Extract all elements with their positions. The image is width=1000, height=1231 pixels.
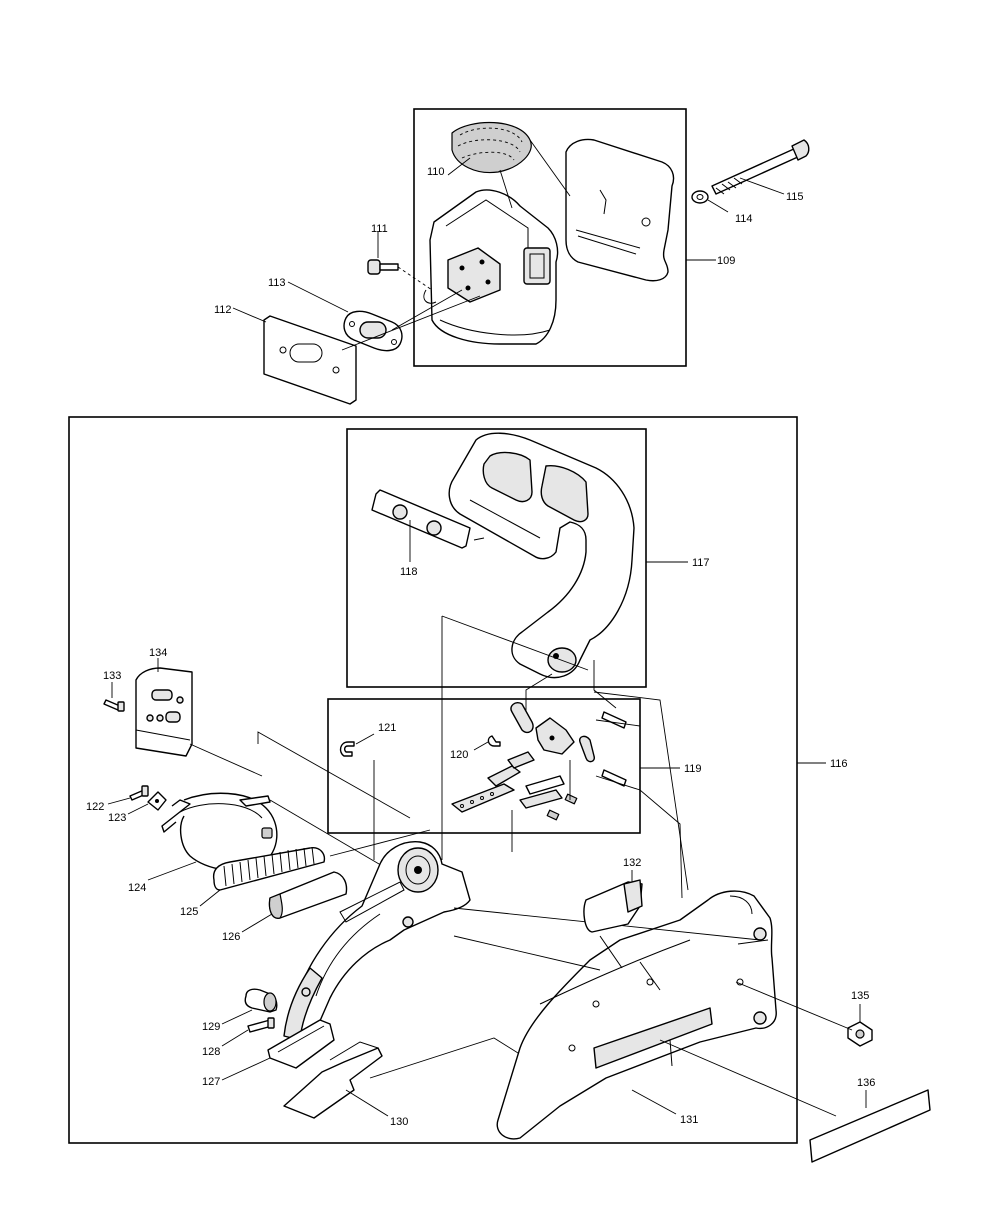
part-muffler-body: [423, 189, 559, 345]
label-114: 114: [735, 213, 753, 225]
part-122-screw: [129, 785, 149, 801]
part-128-screw: [247, 1017, 275, 1033]
part-125-spring: [212, 846, 326, 891]
label-126: 126: [222, 931, 240, 943]
part-114-washer: [691, 190, 709, 204]
label-121: 121: [378, 722, 396, 734]
label-116: 116: [830, 758, 848, 770]
part-126-buffer: [268, 871, 348, 919]
label-134: 134: [149, 647, 167, 659]
part-110-spark-screen: [451, 122, 532, 174]
part-134-plate: [135, 667, 193, 757]
part-119-brake-linkage: [451, 702, 627, 821]
label-127: 127: [202, 1076, 220, 1088]
label-133: 133: [103, 670, 121, 682]
muffler-group-box: [413, 108, 687, 367]
label-136: 136: [857, 1077, 875, 1089]
label-135: 135: [851, 990, 869, 1002]
label-130: 130: [390, 1116, 408, 1128]
part-121-clip: [339, 741, 355, 757]
label-129: 129: [202, 1021, 220, 1033]
label-113: 113: [268, 277, 286, 289]
label-132: 132: [623, 857, 641, 869]
label-109: 109: [717, 255, 735, 267]
part-117-hand-guard: [448, 432, 635, 679]
label-124: 124: [128, 882, 146, 894]
label-125: 125: [180, 906, 198, 918]
label-111: 111: [371, 223, 388, 235]
part-115-bolt: [711, 139, 810, 195]
part-120-clip: [487, 735, 501, 747]
label-115: 115: [786, 191, 804, 203]
brake-linkage-box: [327, 698, 641, 834]
part-131-chain-cover: [496, 890, 777, 1140]
part-135-nut: [847, 1021, 873, 1047]
part-136-label: [809, 1089, 931, 1163]
part-112-gasket: [263, 315, 357, 405]
hand-guard-box: [346, 428, 647, 688]
label-117: 117: [692, 557, 710, 569]
part-brake-lever-assembly: [283, 841, 471, 1041]
label-128: 128: [202, 1046, 220, 1058]
part-132-catcher: [583, 879, 643, 933]
part-111-screw: [367, 259, 433, 291]
label-122: 122: [86, 801, 104, 813]
label-123: 123: [108, 812, 126, 824]
label-118: 118: [400, 566, 418, 578]
label-131: 131: [680, 1114, 698, 1126]
label-110: 110: [427, 166, 445, 178]
label-112: 112: [214, 304, 232, 316]
part-133-screw: [103, 699, 125, 712]
label-119: 119: [684, 763, 702, 775]
chain-brake-group-box: [68, 416, 798, 1144]
part-118-plate: [371, 489, 471, 549]
part-123-nut: [147, 791, 167, 811]
part-130-plate: [283, 1041, 383, 1119]
label-120: 120: [450, 749, 468, 761]
part-muffler-cover: [565, 138, 675, 282]
part-pin-upper: [601, 711, 627, 729]
part-129-bushing: [244, 988, 278, 1013]
